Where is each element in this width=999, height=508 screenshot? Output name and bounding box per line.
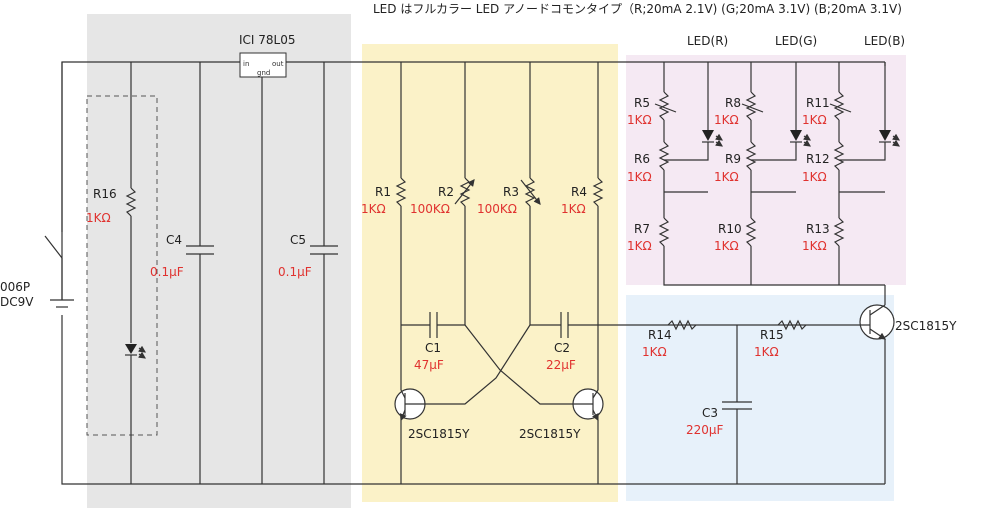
- r14-resistor: [667, 319, 697, 331]
- r10-label: R10: [718, 222, 742, 236]
- c3-label: C3: [702, 406, 718, 420]
- r11-label: R11: [806, 96, 830, 110]
- r3-value: 100KΩ: [477, 202, 517, 216]
- battery-name: 006P: [0, 280, 30, 294]
- r12-value: 1KΩ: [802, 170, 827, 184]
- led-b-label: LED(B): [864, 34, 905, 48]
- r13-value: 1KΩ: [802, 239, 827, 253]
- r5-value: 1KΩ: [627, 113, 652, 127]
- r1-label: R1: [375, 185, 391, 199]
- r15-label: R15: [760, 328, 784, 342]
- r2-resistor: [454, 62, 475, 325]
- led-type-note: LED はフルカラー LED アノードコモンタイプ（R;20mA 2.1V) (…: [373, 2, 902, 16]
- r16-value: 1KΩ: [86, 211, 111, 225]
- r3-resistor: [520, 62, 541, 325]
- regulator-name: ICI 78L05: [239, 33, 296, 47]
- r2-value: 100KΩ: [410, 202, 450, 216]
- regulator-pin-gnd: gnd: [257, 69, 270, 77]
- r13-label: R13: [806, 222, 830, 236]
- led-section-bg: [626, 55, 906, 285]
- c3-value: 220μF: [686, 423, 724, 437]
- c1-label: C1: [425, 341, 441, 355]
- r16-resistor: [125, 62, 137, 343]
- c2-value: 22μF: [546, 358, 576, 372]
- r5-label: R5: [634, 96, 650, 110]
- r5-resistor: [654, 91, 677, 121]
- battery-voltage: DC9V: [0, 295, 34, 309]
- led-g-symbol: [790, 130, 811, 147]
- c4-label: C4: [166, 233, 182, 247]
- q3-label: 2SC1815Y: [895, 319, 957, 333]
- c1-value: 47μF: [414, 358, 444, 372]
- q1-transistor: [394, 388, 430, 484]
- r1-value: 1KΩ: [361, 202, 386, 216]
- r9-value: 1KΩ: [714, 170, 739, 184]
- r15-value: 1KΩ: [754, 345, 779, 359]
- q1-label: 2SC1815Y: [408, 427, 470, 441]
- led-g-label: LED(G): [775, 34, 817, 48]
- c5-label: C5: [290, 233, 306, 247]
- regulator-pin-in: in: [243, 60, 249, 68]
- led-r-symbol: [702, 130, 723, 147]
- c5-capacitor: [310, 62, 338, 484]
- r4-label: R4: [571, 185, 587, 199]
- r7-label: R7: [634, 222, 650, 236]
- c2-label: C2: [554, 341, 570, 355]
- r9-label: R9: [725, 152, 741, 166]
- power-switch: [44, 62, 63, 272]
- q3-transistor: [859, 285, 895, 484]
- r3-label: R3: [503, 185, 519, 199]
- r11-value: 1KΩ: [802, 113, 827, 127]
- cross-coupling-wires: [430, 324, 568, 405]
- r6-value: 1KΩ: [627, 170, 652, 184]
- regulator-pin-out: out: [272, 60, 284, 68]
- led-b-symbol: [879, 130, 900, 147]
- r12-label: R12: [806, 152, 830, 166]
- r11-resistor: [829, 91, 852, 121]
- driver-section-bg: [626, 295, 894, 501]
- r12-resistor: [833, 141, 845, 171]
- r6-label: R6: [634, 152, 650, 166]
- r8-resistor: [741, 91, 764, 121]
- r10-value: 1KΩ: [714, 239, 739, 253]
- r14-label: R14: [648, 328, 672, 342]
- r7-resistor: [658, 217, 670, 247]
- r4-value: 1KΩ: [561, 202, 586, 216]
- oscillator-section-bg: [362, 44, 618, 502]
- r13-resistor: [833, 217, 845, 247]
- battery-symbol: [50, 272, 74, 308]
- r2-label: R2: [438, 185, 454, 199]
- r7-value: 1KΩ: [627, 239, 652, 253]
- led-r-label: LED(R): [687, 34, 728, 48]
- c1-capacitor: [401, 312, 465, 338]
- indicator-led: [125, 344, 146, 484]
- c4-value: 0.1μF: [150, 265, 184, 279]
- c2-capacitor: [530, 312, 865, 338]
- regulator-section-bg: [87, 14, 351, 508]
- regulator-ic: [239, 52, 287, 78]
- r14-value: 1KΩ: [642, 345, 667, 359]
- r9-resistor: [745, 141, 757, 171]
- r15-resistor: [777, 319, 807, 331]
- r8-label: R8: [725, 96, 741, 110]
- r8-value: 1KΩ: [714, 113, 739, 127]
- r4-resistor: [592, 62, 604, 390]
- led-matrix-wires: [663, 62, 886, 286]
- c5-value: 0.1μF: [278, 265, 312, 279]
- indicator-dashed-box: [86, 95, 158, 436]
- c3-capacitor: [722, 325, 752, 484]
- q2-transistor: [568, 388, 604, 484]
- q2-label: 2SC1815Y: [519, 427, 581, 441]
- r10-resistor: [745, 217, 757, 247]
- r6-resistor: [658, 141, 670, 171]
- c4-capacitor: [186, 62, 214, 484]
- r16-label: R16: [93, 187, 117, 201]
- r1-resistor: [395, 62, 407, 390]
